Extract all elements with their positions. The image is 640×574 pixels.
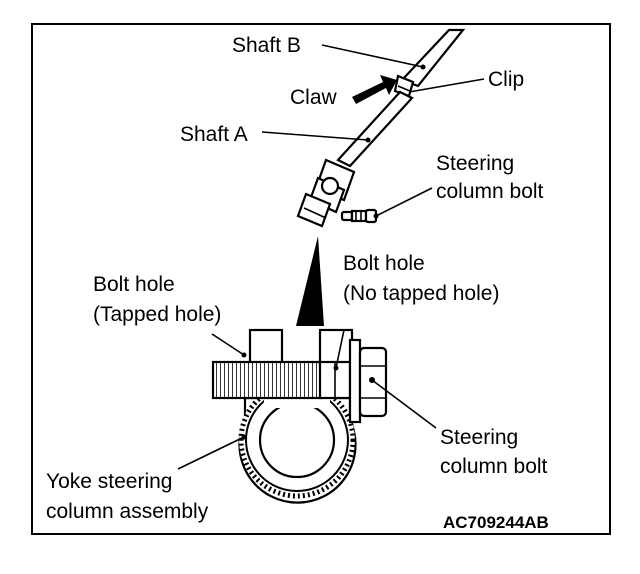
bolt-thread — [211, 360, 323, 400]
universal-joint — [296, 158, 356, 228]
leader-lines — [177, 44, 485, 470]
steering-column-bolt-small — [340, 208, 378, 224]
yoke-steering-column-assembly — [238, 381, 357, 504]
label-steering-bolt-top-1: Steering — [436, 152, 514, 175]
label-yoke-2: column assembly — [46, 500, 209, 523]
figure-code: AC709244AB — [443, 513, 549, 532]
label-shaft-b: Shaft B — [232, 34, 301, 57]
label-bolt-hole-untapped-2: (No tapped hole) — [343, 282, 499, 305]
label-shaft-a: Shaft A — [180, 123, 248, 146]
label-steering-bolt-bottom-1: Steering — [440, 426, 518, 449]
zoom-wedge — [296, 236, 324, 326]
diagram-frame — [31, 23, 611, 535]
shaft-b — [400, 28, 466, 88]
label-yoke-1: Yoke steering — [46, 470, 172, 493]
label-claw: Claw — [290, 86, 338, 109]
label-steering-bolt-top-2: column bolt — [436, 180, 544, 203]
label-clip: Clip — [488, 68, 524, 91]
label-bolt-hole-tapped-1: Bolt hole — [93, 273, 175, 296]
claw-arrow — [352, 75, 397, 104]
bolt-washer — [348, 338, 362, 424]
label-steering-bolt-bottom-2: column bolt — [440, 455, 548, 478]
shaft-a — [336, 90, 414, 168]
label-bolt-hole-untapped-1: Bolt hole — [343, 252, 425, 275]
label-bolt-hole-tapped-2: (Tapped hole) — [93, 303, 221, 326]
